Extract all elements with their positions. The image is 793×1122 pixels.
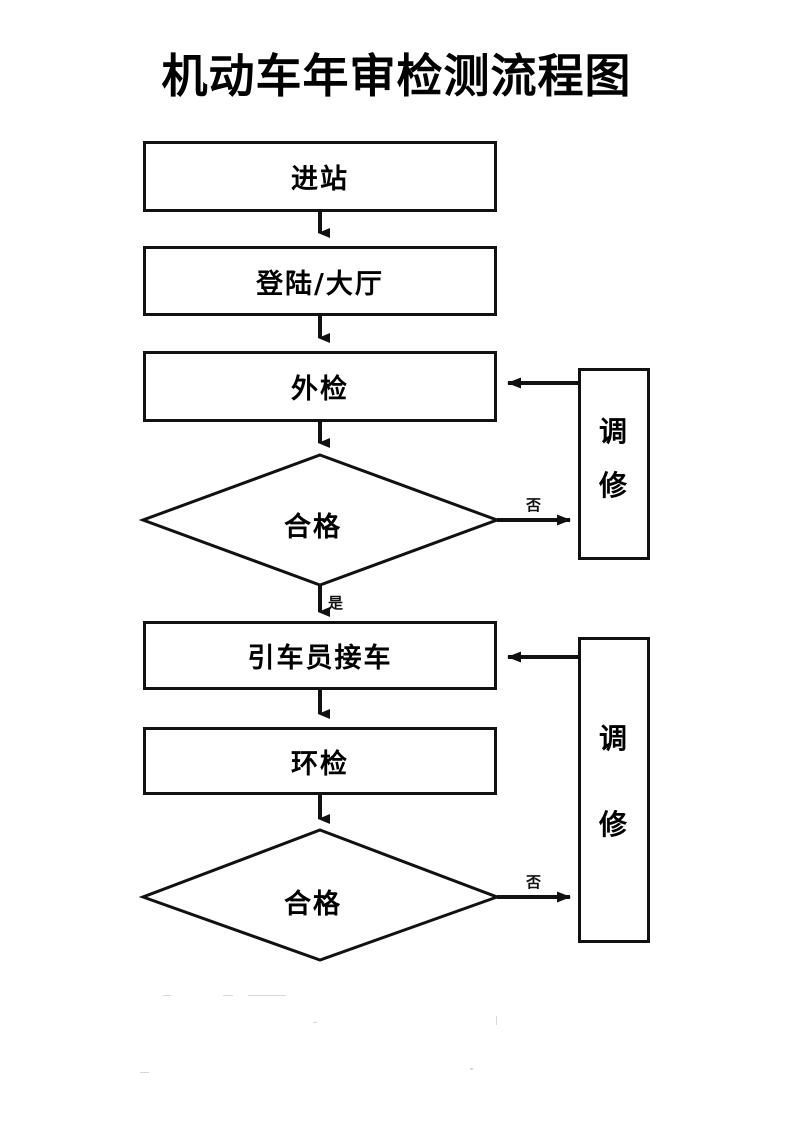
node-tiaoxiu-1[interactable]: 调 修	[578, 368, 650, 560]
node-denglu-datang-label: 登陆/大厅	[256, 268, 384, 300]
edge-label-yes-1: 是	[328, 594, 344, 612]
scan-artifact	[496, 1016, 497, 1025]
node-tiaoxiu-1-label-char1: 调	[598, 415, 629, 448]
scan-artifact	[223, 995, 233, 996]
node-jinzhan[interactable]: 进站	[143, 141, 497, 212]
node-tiaoxiu-2-label-char2: 修	[598, 808, 629, 841]
node-waijian[interactable]: 外检	[143, 351, 497, 422]
scan-artifact	[248, 995, 286, 996]
node-tiaoxiu-1-label-char2: 修	[598, 469, 629, 502]
node-huanjian[interactable]: 环检	[143, 727, 497, 795]
decision-hege-2-label: 合格	[284, 889, 342, 920]
edge-label-no-1: 否	[526, 496, 542, 514]
node-tiaoxiu-2[interactable]: 调 修	[578, 637, 650, 943]
node-jinzhan-label: 进站	[291, 164, 349, 195]
node-yinchenyuan-jieche[interactable]: 引车员接车	[143, 621, 497, 690]
decision-hege-1-label: 合格	[284, 512, 342, 543]
node-yinchenyuan-jieche-label: 引车员接车	[247, 643, 393, 674]
page-title: 机动车年审检测流程图	[161, 49, 632, 103]
scan-artifact	[313, 1022, 317, 1023]
scan-artifact	[470, 1068, 473, 1070]
node-tiaoxiu-2-label-char1: 调	[598, 722, 629, 755]
node-waijian-label: 外检	[291, 374, 349, 405]
scan-artifact	[163, 995, 171, 996]
edge-label-no-2: 否	[526, 873, 542, 891]
node-denglu-datang[interactable]: 登陆/大厅	[143, 246, 497, 316]
node-huanjian-label: 环检	[291, 748, 349, 780]
scan-artifact	[140, 1072, 149, 1073]
